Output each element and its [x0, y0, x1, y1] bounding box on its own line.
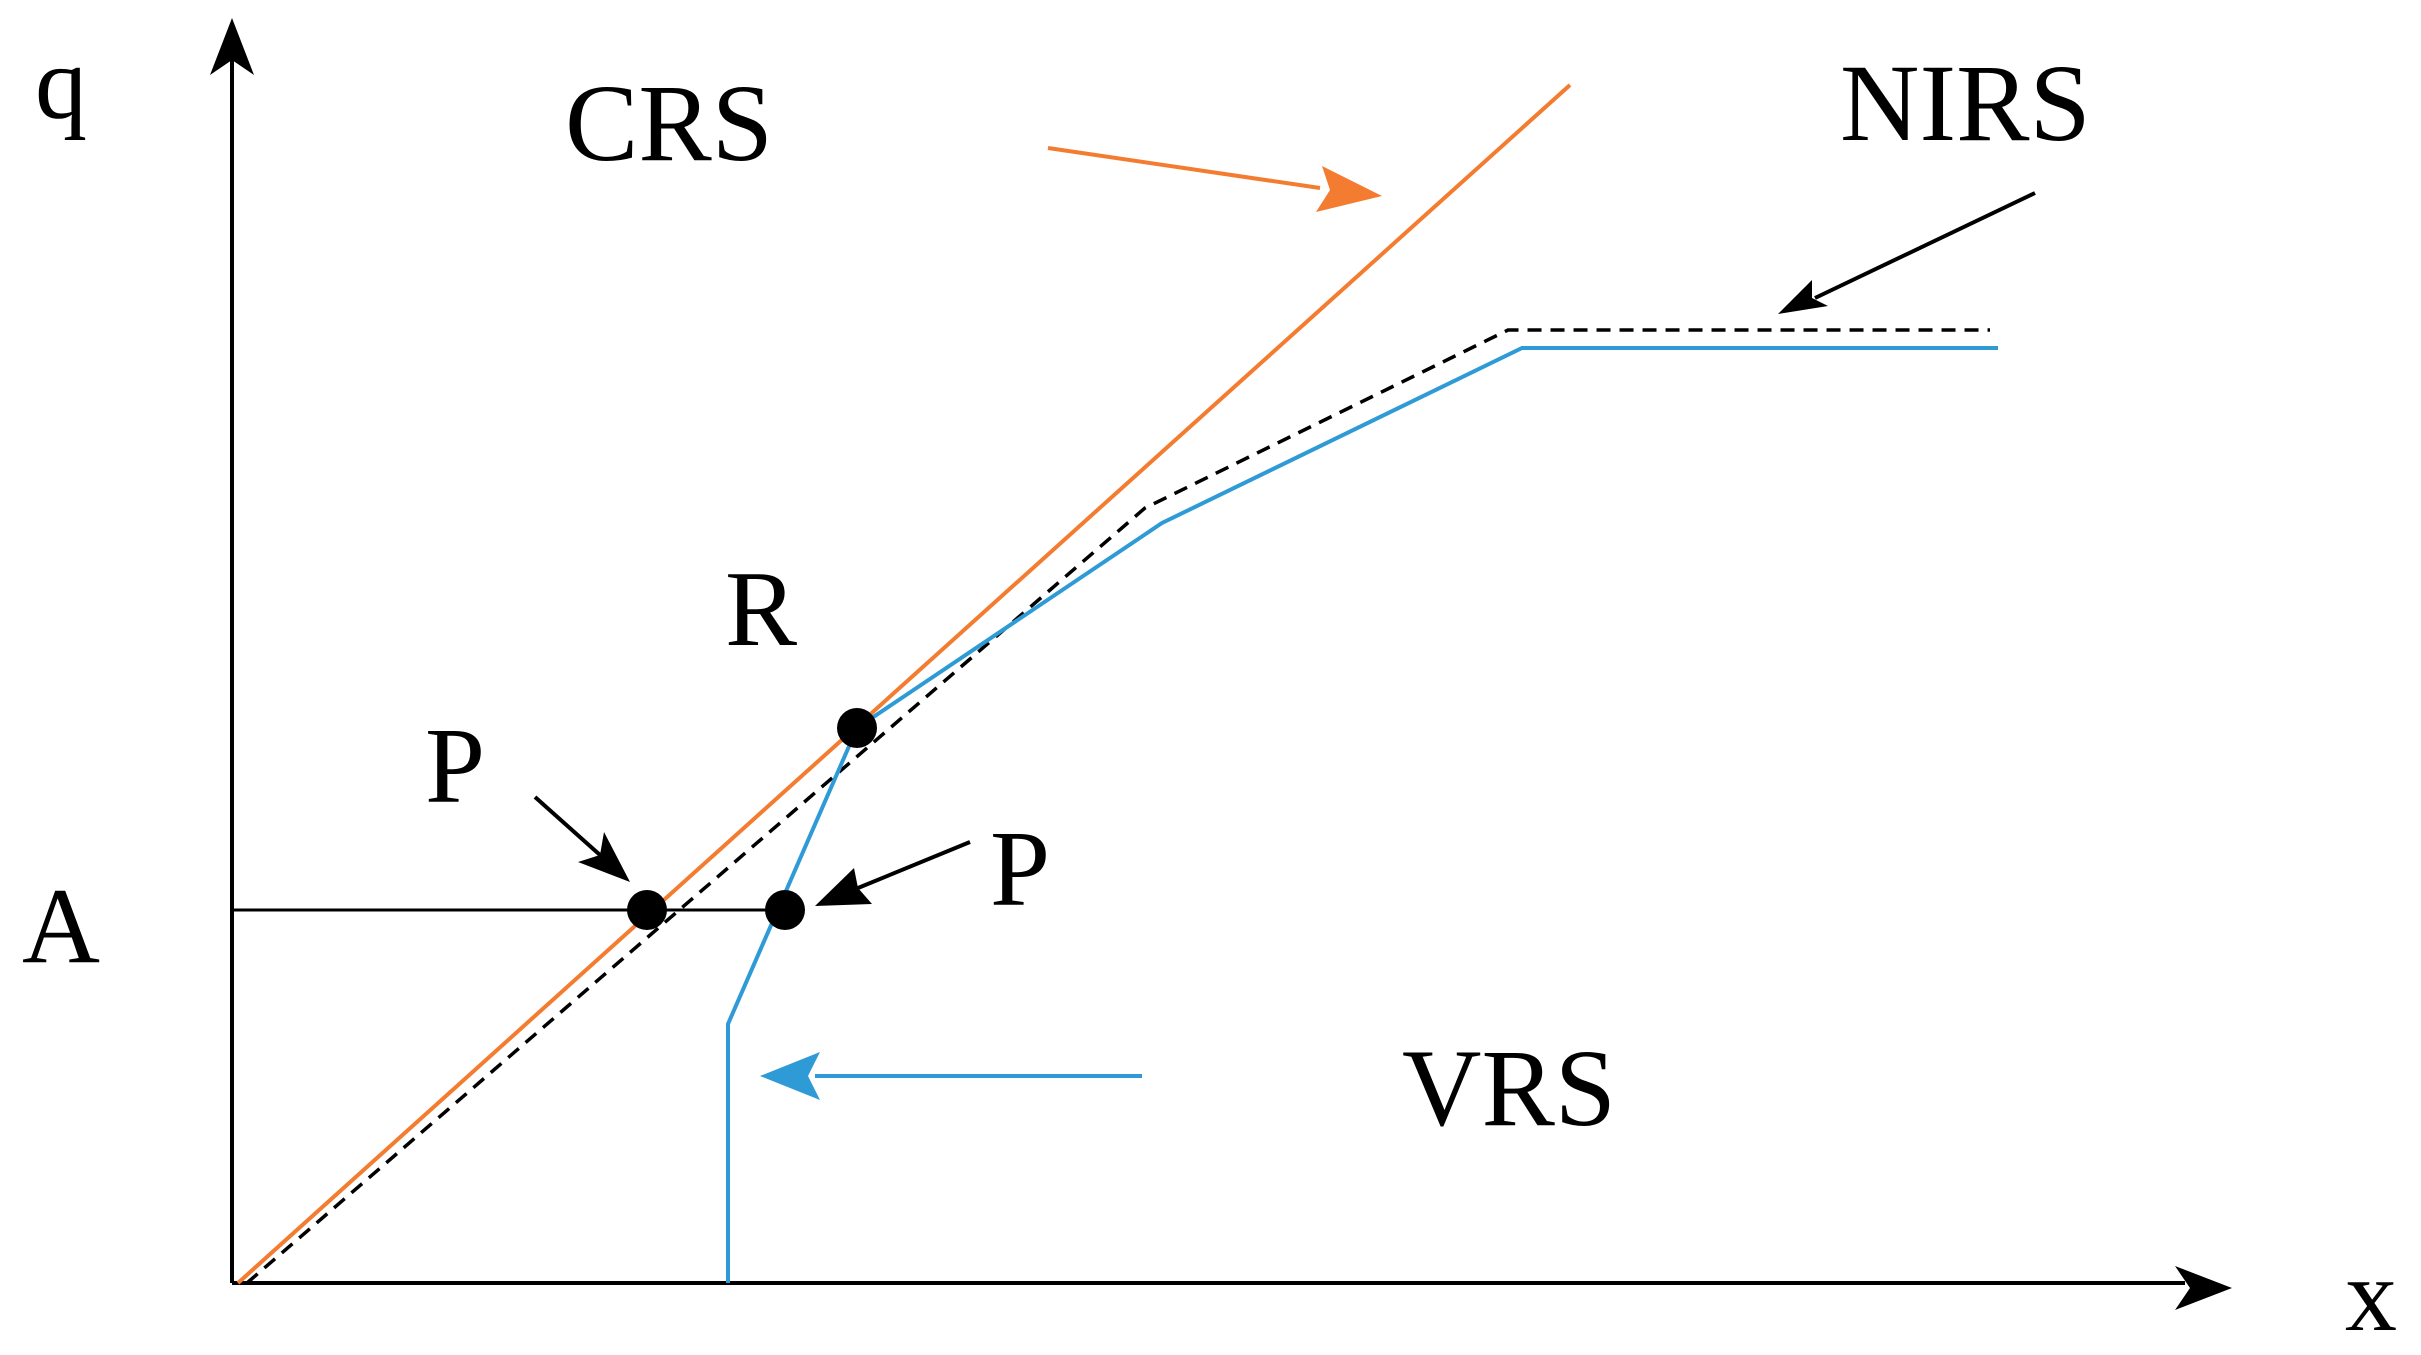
- p-left-pointer-arrow: [533, 795, 602, 857]
- nirs-label: NIRS: [1840, 42, 2091, 164]
- crs-pointer-arrow: [1047, 146, 1321, 190]
- point-p-crs: [627, 890, 667, 930]
- point-r: [837, 708, 877, 748]
- nirs-frontier-line: [245, 328, 1990, 1285]
- point-p-right-label: P: [990, 810, 1050, 929]
- crs-label: CRS: [565, 62, 773, 184]
- p-right-pointer-arrow: [857, 840, 971, 890]
- point-r-label: R: [725, 550, 797, 669]
- point-p-left-label: P: [425, 707, 485, 826]
- y-axis-label: q: [35, 26, 87, 141]
- level-a-label: A: [22, 867, 100, 986]
- x-axis-label: x: [2345, 1238, 2397, 1350]
- nirs-pointer-arrow: [1814, 191, 2036, 300]
- vrs-frontier-line: [726, 346, 1998, 1283]
- crs-frontier-line: [236, 83, 1572, 1285]
- vrs-label: VRS: [1402, 1027, 1616, 1149]
- y-axis-arrowhead: [210, 18, 254, 75]
- x-axis-arrowhead: [2175, 1266, 2232, 1310]
- p-right-pointer-arrowhead: [815, 868, 872, 906]
- point-p-vrs: [765, 890, 805, 930]
- crs-pointer-arrowhead: [1316, 166, 1382, 212]
- vrs-pointer-arrowhead: [760, 1052, 820, 1100]
- nirs-pointer-arrowhead: [1778, 280, 1828, 314]
- p-left-pointer-arrowhead: [578, 832, 630, 882]
